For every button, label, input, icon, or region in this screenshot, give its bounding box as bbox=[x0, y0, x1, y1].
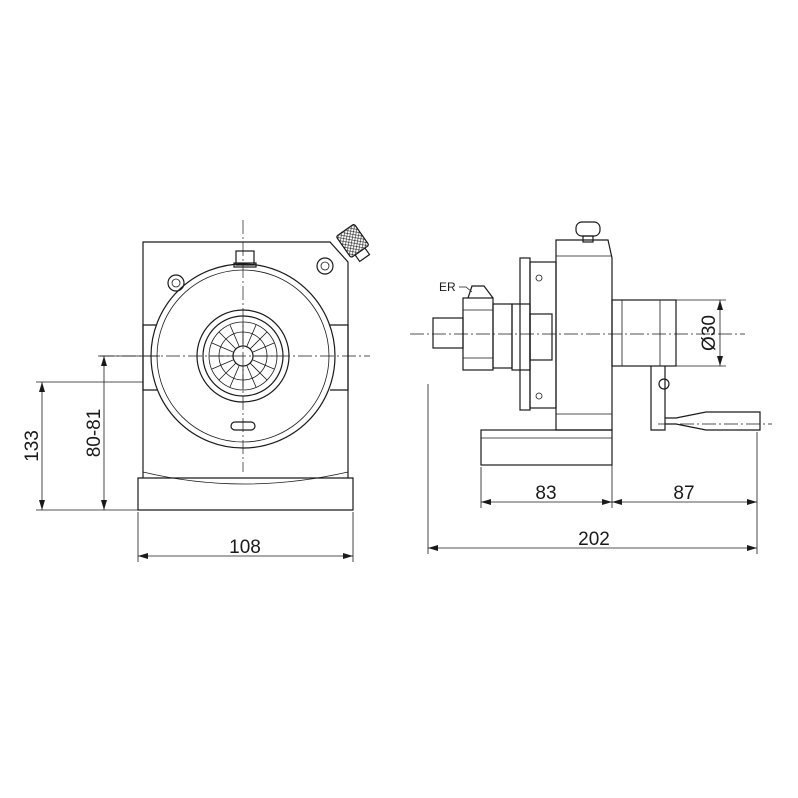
crank-arm bbox=[650, 366, 666, 431]
side-shank bbox=[432, 317, 464, 349]
front-base bbox=[137, 477, 354, 511]
dim-label-133: 133 bbox=[22, 430, 43, 462]
side-base bbox=[480, 429, 613, 466]
dim-label-80-81: 80-81 bbox=[84, 409, 105, 458]
top-pin bbox=[235, 250, 255, 266]
side-top-knob bbox=[575, 221, 601, 237]
dim-label-202: 202 bbox=[578, 529, 610, 550]
front-screw-left bbox=[167, 274, 185, 292]
dim-label-diameter-30: Ø30 bbox=[699, 315, 720, 351]
crank-handle bbox=[665, 411, 761, 431]
side-view bbox=[410, 221, 772, 466]
knurled-screw bbox=[336, 224, 371, 263]
dim-label-87: 87 bbox=[673, 483, 694, 504]
front-screw-right bbox=[316, 257, 334, 275]
side-body bbox=[555, 239, 613, 431]
dim-label-83: 83 bbox=[535, 483, 556, 504]
dimension-lines bbox=[36, 286, 758, 562]
front-housing bbox=[142, 241, 349, 478]
er-collet-label: ER bbox=[439, 280, 456, 294]
dim-label-108: 108 bbox=[229, 537, 261, 558]
rear-spindle bbox=[611, 299, 677, 367]
front-view bbox=[100, 220, 371, 511]
